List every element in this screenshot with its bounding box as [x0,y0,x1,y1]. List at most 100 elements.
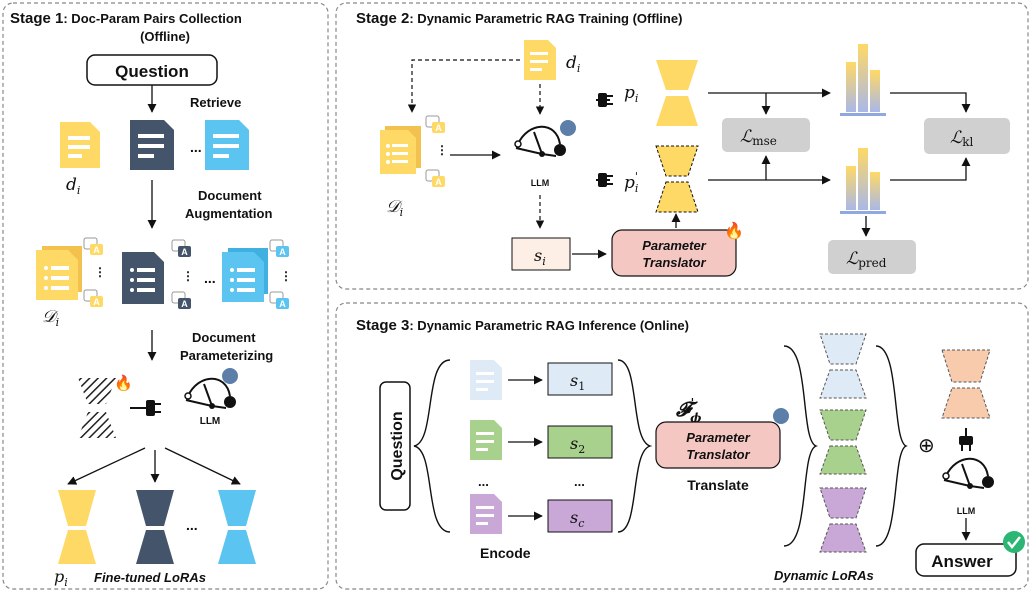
svg-text:Stage 1: Doc-Param Pairs Colle: Stage 1: Doc-Param Pairs Collection [10,10,242,27]
stage2-translator-line1: Parameter [642,238,707,253]
stage3-translator-line2: Translator [686,447,750,462]
stage1-question-label: Question [115,62,189,81]
fire-icon: 🔥 [114,374,133,392]
dynamic-lora-light [819,333,867,399]
stage3-s-ellipsis: ... [574,474,585,489]
svg-text:⋮: ⋮ [436,143,448,157]
stage3-question-box [379,381,411,511]
svg-text:⋮: ⋮ [94,265,106,279]
stage2-lora-p [656,60,698,126]
loss-kl-label: ℒkl [950,128,974,149]
doc-icon-dark [130,120,174,170]
right-brace [875,345,908,547]
aug-label-1: Document [198,188,262,203]
loss-pred-box [828,240,916,274]
dynamic-lora-purple [819,487,867,553]
stage3-parameter-translator [655,421,781,469]
loss-mse-label: ℒmse [740,127,777,148]
encode-label: Encode [480,545,531,561]
stage2-llm-icon [514,120,576,157]
aug-doc-blue: A ⋮ A [222,239,292,309]
stage3-doc-purple [470,494,502,534]
stage1-llm-label: LLM [200,416,221,427]
s1-label: s1 [570,371,585,393]
stage2-doc-icon [524,40,556,80]
svg-text:Stage 3: Dynamic Parametric RA: Stage 3: Dynamic Parametric RAG Inferenc… [356,317,689,334]
stage2-s-box [511,237,571,271]
param-label-1: Document [192,330,256,345]
stage2-parameter-translator [611,229,737,277]
stage2-aug-doc-label: 𝒟i [386,197,403,219]
stage2-fire-icon: 🔥 [724,221,744,240]
param-label-2: Parameterizing [180,348,273,363]
left-brace [413,359,451,533]
stage2-p-prime-label: p'i [624,170,638,195]
dynamic-lora-green [819,409,867,475]
stage1-panel: Stage 1: Doc-Param Pairs Collection (Off… [2,2,329,590]
svg-text:A: A [279,299,286,309]
sc-label: sc [570,508,584,530]
stage3-lora-peach [941,349,991,419]
answer-label: Answer [931,552,993,571]
svg-text:⋮: ⋮ [280,269,292,283]
stage2-lora-p-prime [655,145,699,213]
stage1-aug-doc-label: 𝒟i [42,307,59,329]
stage2-title-prefix: Stage 2 [356,10,409,27]
s2-box [547,425,613,459]
stage2-s-label: si [534,246,546,268]
stage2-translator-line2: Translator [642,255,706,270]
oplus-symbol: ⊕ [918,435,935,457]
svg-text:A: A [181,299,188,309]
stage1-lora-label: pi [54,567,68,589]
lora-dark [136,490,174,564]
aug-doc-dark: A ⋮ A [122,239,194,309]
stage3-llm-label: LLM [957,506,976,516]
stage2-doc-label: di [566,53,580,75]
translate-label: Translate [687,477,749,493]
stage2-plug-icon-2 [596,173,613,187]
distribution-bars-1 [840,44,886,116]
svg-text:A: A [279,247,286,257]
svg-text:⋮: ⋮ [182,269,194,283]
lora-blue [218,490,256,564]
llm-icon [184,368,238,409]
doc-icon-blue [205,120,249,170]
aug-doc-yellow: ⋮ [36,237,106,308]
stage1-doc-ellipsis: ... [190,139,202,155]
answer-box [915,543,1017,577]
middle-brace-right [783,345,818,547]
stage2-aug-doc-icon: ⋮ [380,115,448,188]
retrieve-label: Retrieve [190,95,241,110]
stage1-lora-ellipsis: ... [186,517,198,533]
stage3-question-label: Question [389,411,406,480]
stage3-translator-line1: Parameter [686,430,751,445]
stage1-title-prefix: Stage 1 [10,10,63,27]
sc-box [547,499,613,533]
stage2-p-label: pi [624,83,638,105]
s2-label: s2 [570,434,585,456]
stage3-title-rest: : Dynamic Parametric RAG Inference (Onli… [409,318,689,333]
stage2-plug-icon-1 [596,93,613,107]
stage2-llm-label: LLM [531,178,550,188]
svg-text:Stage 2: Dynamic Parametric RA: Stage 2: Dynamic Parametric RAG Training… [356,10,682,27]
plug-icon [130,400,161,416]
stage1-doc-label: di [66,175,80,197]
stage1-title-line2: (Offline) [140,29,190,44]
stage3-doc-green [470,420,502,460]
fine-tuned-loras-caption: Fine-tuned LoRAs [94,570,206,585]
doc-icon-yellow [60,122,100,168]
stage3-panel: Stage 3: Dynamic Parametric RAG Inferenc… [335,302,1029,590]
stage3-title-prefix: Stage 3 [356,317,409,334]
stage3-doc-light [470,360,502,400]
stage1-aug-ellipsis: ... [204,270,216,286]
distribution-bars-2 [840,148,886,214]
stage3-doc-ellipsis: ... [478,474,489,489]
stage2-title-rest: : Dynamic Parametric RAG Training (Offli… [409,11,682,26]
stage3-plug-icon [959,428,973,451]
frozen-icon [773,408,789,424]
stage3-llm-icon [942,457,994,489]
lora-yellow [58,490,96,564]
stage2-panel: Stage 2: Dynamic Parametric RAG Training… [335,2,1029,290]
stage1-title-rest: : Doc-Param Pairs Collection [63,11,241,26]
